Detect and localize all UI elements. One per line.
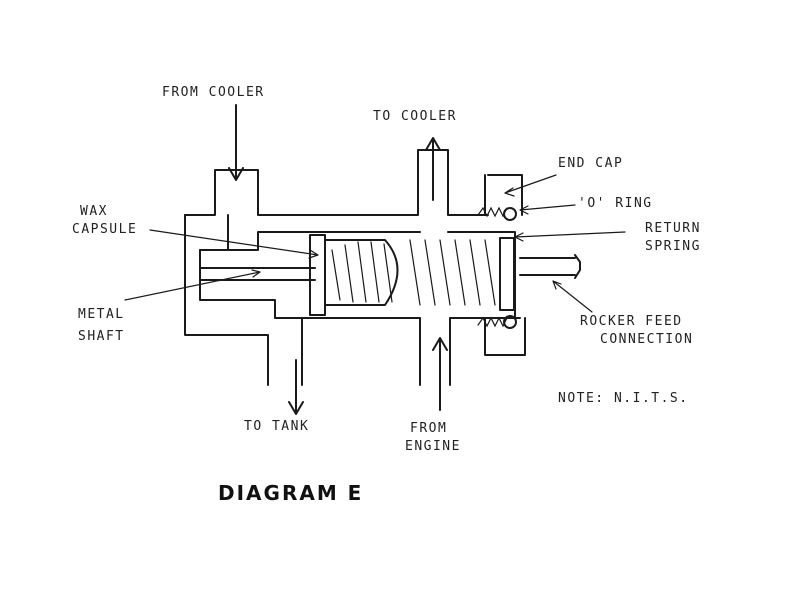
label-from-cooler: FROM COOLER [162,85,265,100]
label-to-cooler: TO COOLER [373,109,457,124]
diagram-title: DIAGRAM E [218,481,363,505]
label-to-tank: TO TANK [244,419,309,434]
label-return-spring-1: RETURN [645,221,701,236]
label-o-ring: 'O' RING [578,196,653,211]
valve-housing [184,149,581,386]
label-note: NOTE: N.I.T.S. [558,391,689,406]
label-metal-shaft-1: METAL [78,307,125,322]
label-wax-capsule-1: WAX [80,204,108,219]
label-from-engine-2: ENGINE [405,439,461,454]
label-return-spring-2: SPRING [645,239,701,254]
flow-arrows [228,104,448,415]
label-wax-capsule-2: CAPSULE [72,222,137,237]
label-rocker-feed-1: ROCKER FEED [580,314,683,329]
label-rocker-feed-2: CONNECTION [600,332,693,347]
label-end-cap: END CAP [558,156,623,171]
return-spring [331,239,496,306]
label-from-engine-1: FROM [410,421,447,436]
leader-lines [124,174,626,313]
o-ring-seals [477,206,517,329]
label-metal-shaft-2: SHAFT [78,329,125,344]
